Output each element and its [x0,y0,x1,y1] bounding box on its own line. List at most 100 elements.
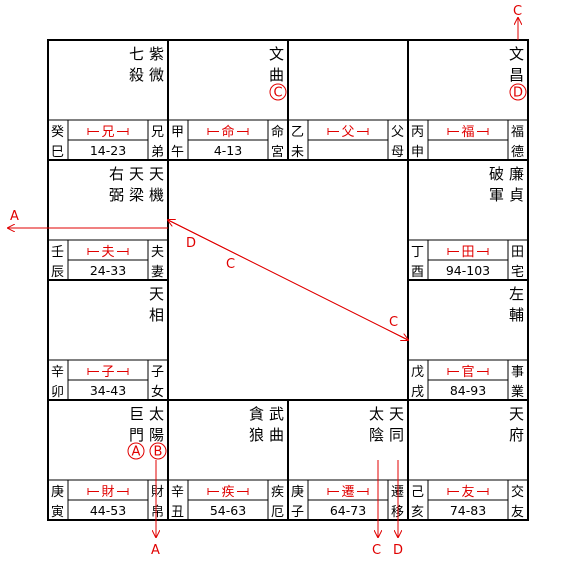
earthly-branch: 辰 [51,265,64,280]
arrow-d-down-label: D [393,543,403,558]
age-range: 24-33 [90,263,126,278]
palace-name-1: 疾 [271,485,284,500]
star-char: 太 [149,405,164,423]
star-char: 貪 [249,405,264,423]
palace-name-2: 帛 [151,504,164,520]
heavenly-stem: 丁 [411,245,424,260]
star-char: 武 [269,405,284,423]
palace-name-2: 弟 [151,145,164,160]
palace-title: 命 [221,124,234,140]
marker-letter: A [132,445,141,460]
palace-name-2: 宅 [511,265,524,280]
palace-title: 遷 [341,485,354,500]
arrow-diag-c2-label: C [389,315,398,330]
marker-circle [509,83,527,101]
star-char: 機 [149,186,164,204]
age-range: 34-43 [90,383,126,398]
earthly-branch: 酉 [411,265,424,280]
palace-name-2: 德 [511,145,524,160]
arrow-diag-c-label: C [226,257,235,272]
star-char: 昌 [509,66,524,84]
palace-title: 田 [461,245,474,260]
palace-name-1: 福 [511,125,524,140]
heavenly-stem: 癸 [51,125,64,140]
heavenly-stem: 乙 [291,125,304,140]
heavenly-stem: 壬 [51,245,64,260]
star-char: 右 [109,165,124,183]
star-char: 紫 [149,45,164,63]
age-range: 94-103 [446,263,490,278]
star-char: 貞 [509,186,524,204]
palace-title: 官 [461,364,474,380]
palace-name-1: 兄 [151,125,164,140]
palace-title: 兄 [101,125,114,140]
age-range: 4-13 [214,143,242,158]
palace-title: 父 [341,125,354,140]
star-char: 曲 [269,66,284,84]
star-char: 殺 [129,66,144,84]
arrow-c-up-label: C [513,4,522,19]
palace-name-1: 財 [151,485,164,500]
heavenly-stem: 庚 [291,484,304,500]
marker-letter: B [154,445,163,460]
palace-name-1: 子 [151,365,164,380]
age-range: 44-53 [90,503,126,518]
star-char: 門 [129,426,144,444]
star-char: 同 [389,426,404,444]
earthly-branch: 戌 [411,385,424,400]
palace-title: 夫 [101,245,114,260]
star-char: 弼 [109,186,124,204]
star-char: 陰 [369,426,384,444]
age-range: 64-73 [330,503,366,518]
star-char: 陽 [149,426,164,444]
earthly-branch: 亥 [411,505,424,520]
palace-name-2: 友 [511,504,524,520]
palace-title: 福 [461,125,474,140]
earthly-branch: 未 [291,145,304,160]
star-char: 天 [149,165,164,183]
star-char: 府 [509,426,524,444]
age-range: 74-83 [450,503,486,518]
arrow-a-left-label: A [10,209,19,224]
earthly-branch: 巳 [51,145,64,160]
star-char: 天 [389,405,404,423]
star-char: 狼 [249,426,264,444]
star-char: 文 [269,45,284,63]
palace-name-2: 母 [391,145,404,160]
palace-title: 子 [101,365,114,380]
star-char: 軍 [489,186,504,204]
age-range: 14-23 [90,143,126,158]
marker-circle [269,83,287,101]
star-char: 輔 [509,306,524,324]
marker-circle [149,442,167,460]
star-char: 天 [149,285,164,303]
heavenly-stem: 己 [411,485,424,500]
palace-name-2: 業 [511,384,524,400]
transform-arrows: A D C C A C D C [8,4,522,558]
palace-name-2: 妻 [151,265,164,280]
heavenly-stem: 辛 [171,485,184,500]
star-char: 左 [509,285,524,303]
earthly-branch: 午 [171,145,184,160]
earthly-branch: 子 [291,505,304,520]
palace-title: 友 [461,484,474,500]
age-range: 54-63 [210,503,246,518]
heavenly-stem: 丙 [411,125,424,140]
palace-title: 疾 [221,485,234,500]
star-char: 文 [509,45,524,63]
marker-circle [127,442,145,460]
palace-name-1: 事 [511,365,524,380]
age-range: 84-93 [450,383,486,398]
